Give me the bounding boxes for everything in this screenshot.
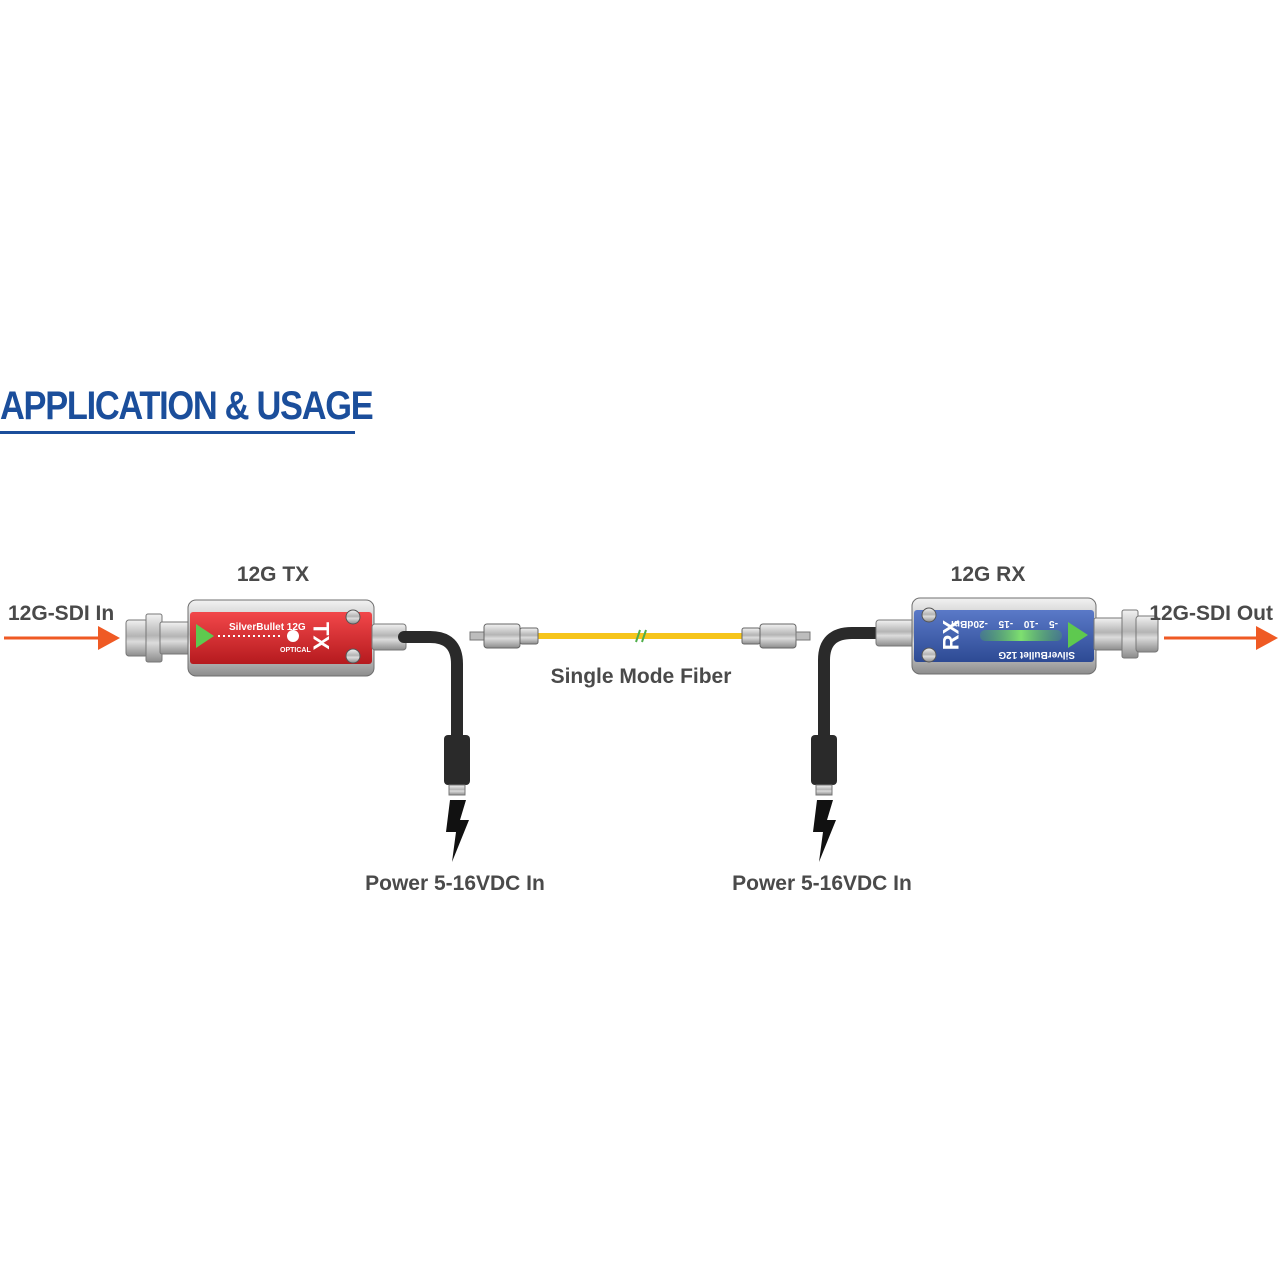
rx-code-label: RX xyxy=(939,619,964,650)
rx-device: RX -5 -10 -15 -20dBm SilverBullet 12G xyxy=(911,597,1097,675)
tx-power-label: Power 5-16VDC In xyxy=(365,872,545,895)
rx-brand-label: SilverBullet 12G xyxy=(998,649,1075,660)
tx-power-lightning-bolt-icon xyxy=(446,800,469,862)
tx-power-cable xyxy=(371,623,470,796)
rx-play-indicator xyxy=(1068,622,1088,648)
rx-scale-15: -15 xyxy=(998,618,1013,629)
rx-power-cable xyxy=(811,619,917,796)
input-arrow-icon xyxy=(4,626,120,650)
rx-title: 12G RX xyxy=(951,563,1026,586)
tx-play-indicator xyxy=(196,624,214,648)
input-label: 12G-SDI In xyxy=(8,602,114,625)
tx-device: SilverBullet 12G OPTICAL TX xyxy=(187,599,375,677)
heading-underline xyxy=(0,431,355,434)
output-arrow-icon xyxy=(1164,626,1278,650)
rx-scale-20dbm: -20dBm xyxy=(951,618,988,629)
fiber-connector-left xyxy=(469,623,539,649)
rx-scale-5: -5 xyxy=(1049,618,1058,629)
fiber-label: Single Mode Fiber xyxy=(551,665,732,688)
tx-bnc-connector xyxy=(125,613,191,663)
tx-code-label: TX xyxy=(309,622,334,650)
tx-sublabel: OPTICAL xyxy=(280,647,311,654)
output-label: 12G-SDI Out xyxy=(1149,602,1273,625)
tx-title: 12G TX xyxy=(237,563,309,586)
rx-scale-label: -5 -10 -15 -20dBm xyxy=(951,618,1058,629)
tx-brand-label: SilverBullet 12G xyxy=(229,622,306,633)
rx-power-label: Power 5-16VDC In xyxy=(732,872,912,895)
tx-screw-top xyxy=(345,609,361,625)
section-heading: APPLICATION & USAGE xyxy=(0,384,374,428)
single-mode-fiber xyxy=(469,623,811,649)
rx-bnc-connector xyxy=(1093,609,1159,659)
rx-screw-top xyxy=(921,607,937,623)
fiber-connector-right xyxy=(741,623,811,649)
tx-optical-port xyxy=(287,630,299,642)
rx-signal-meter xyxy=(980,630,1062,641)
rx-scale-10: -10 xyxy=(1023,618,1038,629)
rx-screw-bottom xyxy=(921,647,937,663)
rx-power-lightning-bolt-icon xyxy=(813,800,836,862)
tx-screw-bottom xyxy=(345,648,361,664)
